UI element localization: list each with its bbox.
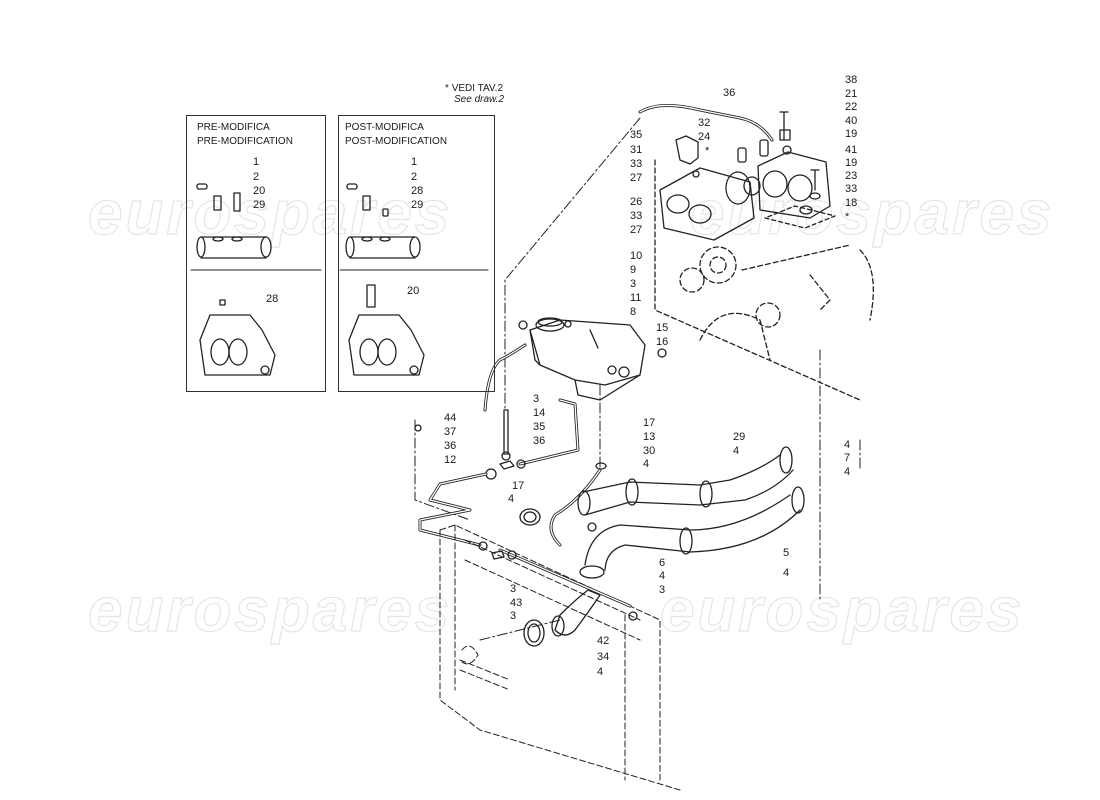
callout-label: 2 xyxy=(253,171,260,183)
callout-label: 28 xyxy=(266,293,279,305)
callout-label: 18 xyxy=(845,197,858,209)
expansion-tank-drawing xyxy=(483,317,667,412)
callout-label: 4 xyxy=(733,445,740,457)
callout-label: * xyxy=(705,145,710,157)
radiator-phantom-drawing xyxy=(439,524,681,791)
callout-label: 3 xyxy=(510,583,517,595)
thermostat-housing-drawing xyxy=(638,104,836,241)
callout-label: 35 xyxy=(630,129,643,141)
callout-label: 20 xyxy=(253,185,266,197)
panel-title-en: POST-MODIFICATION xyxy=(345,136,448,147)
pre-modification-panel: PRE-MODIFICA PRE-MODIFICATION xyxy=(186,115,326,392)
note-line-1: VEDI TAV.2 xyxy=(451,83,504,94)
panel-title: POST-MODIFICA POST-MODIFICATION xyxy=(345,121,447,149)
engine-phantom-drawing xyxy=(654,159,874,401)
callout-label: 4 xyxy=(783,567,790,579)
callout-label: 24 xyxy=(698,131,711,143)
callout-label: 10 xyxy=(630,250,643,262)
callout-label: 29 xyxy=(733,431,746,443)
callout-label: 9 xyxy=(630,264,637,276)
callout-label: 21 xyxy=(845,88,858,100)
small-pipes-drawing xyxy=(414,398,607,547)
callout-label: 30 xyxy=(643,445,656,457)
callout-label: 35 xyxy=(533,421,546,433)
callout-label: 11 xyxy=(630,292,642,304)
radiator-hoses-drawing xyxy=(523,446,805,647)
callout-label: 14 xyxy=(533,407,546,419)
callout-label: 20 xyxy=(407,285,420,297)
callout-label: 33 xyxy=(845,183,858,195)
callout-label: 29 xyxy=(253,199,266,211)
callout-label: 37 xyxy=(444,426,457,438)
callout-label: 38 xyxy=(845,74,858,86)
callout-label: 31 xyxy=(630,144,643,156)
callout-label: 33 xyxy=(630,210,643,222)
callout-label: 40 xyxy=(845,115,858,127)
callout-label: 23 xyxy=(845,170,858,182)
callout-label: 6 xyxy=(659,557,666,569)
callout-label: 22 xyxy=(845,101,858,113)
callout-label: 13 xyxy=(643,431,656,443)
reference-note: * VEDI TAV.2 See draw.2 xyxy=(445,83,504,105)
callout-label: 26 xyxy=(630,196,643,208)
note-marker: * xyxy=(445,83,449,94)
callout-label: 19 xyxy=(845,128,858,140)
callout-label: 41 xyxy=(845,144,858,156)
panel-title-it: POST-MODIFICA xyxy=(345,122,424,133)
callout-label: 16 xyxy=(656,336,669,348)
callout-label: 2 xyxy=(411,171,418,183)
callout-label: 4 xyxy=(508,493,515,505)
panel-title-en: PRE-MODIFICATION xyxy=(197,136,293,147)
callout-label: 8 xyxy=(630,306,637,318)
callout-label: 32 xyxy=(698,117,711,129)
callout-label: 44 xyxy=(444,412,457,424)
callout-label: 15 xyxy=(656,322,669,334)
panel-title-it: PRE-MODIFICA xyxy=(197,122,270,133)
callout-label: 3 xyxy=(659,584,666,596)
callout-label: 29 xyxy=(411,199,424,211)
callout-label: 27 xyxy=(630,172,643,184)
callout-label: 42 xyxy=(597,635,610,647)
callout-label: 28 xyxy=(411,185,424,197)
callout-label: 3 xyxy=(533,393,540,405)
callout-label: 19 xyxy=(845,157,858,169)
post-modification-panel: POST-MODIFICA POST-MODIFICATION xyxy=(338,115,495,392)
callout-label: 4 xyxy=(844,439,851,451)
callout-label: 12 xyxy=(444,454,457,466)
callout-label: 5 xyxy=(783,547,790,559)
callout-label: 33 xyxy=(630,158,643,170)
callout-label: 27 xyxy=(630,224,643,236)
callout-label: 3 xyxy=(510,610,517,622)
callout-label: 17 xyxy=(643,417,656,429)
callout-label: 43 xyxy=(510,597,523,609)
callout-label: 17 xyxy=(512,480,525,492)
callout-label: 36 xyxy=(723,87,736,99)
callout-label: 3 xyxy=(630,278,637,290)
callout-label: 1 xyxy=(411,156,418,168)
callout-label: 4 xyxy=(659,570,666,582)
note-line-2: See draw.2 xyxy=(454,94,505,105)
callout-label: 34 xyxy=(597,651,610,663)
pre-modification-drawing xyxy=(190,183,322,376)
post-modification-drawing xyxy=(339,183,489,376)
panel-title: PRE-MODIFICA PRE-MODIFICATION xyxy=(197,121,293,149)
callout-label: * xyxy=(845,211,850,223)
callout-label: 36 xyxy=(533,435,546,447)
callout-label: 4 xyxy=(844,466,851,478)
callout-label: 4 xyxy=(643,458,650,470)
callout-label: 1 xyxy=(253,156,260,168)
callout-label: 36 xyxy=(444,440,457,452)
callout-label: 4 xyxy=(597,666,604,678)
callout-label: 7 xyxy=(844,452,851,464)
